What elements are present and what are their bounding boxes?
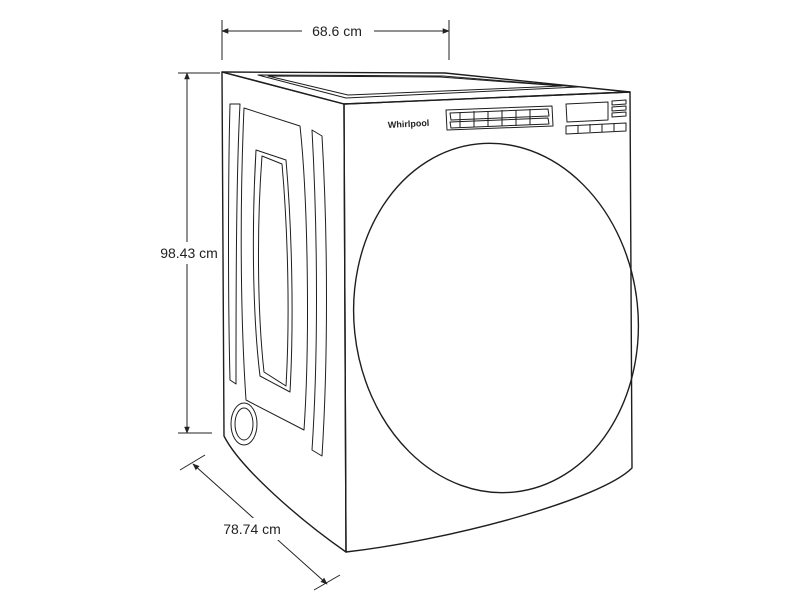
front-panel [343,91,633,553]
side-outer-frame [240,107,308,431]
side-inner-window [252,149,293,393]
display-panel [565,99,627,135]
width-dimension: 68.6 cm [221,20,450,60]
depth-label: 78.74 cm [223,521,281,537]
brand-logo: Whirlpool [388,118,430,130]
height-dimension: 98.43 cm [150,72,228,434]
depth-dimension: 78.74 cm [179,454,341,591]
side-vent [230,402,258,446]
width-label: 68.6 cm [312,23,362,39]
front-door [352,142,640,494]
side-panel [221,71,347,553]
side-right-rib [311,129,327,457]
side-left-rib [228,103,241,385]
control-panel: Whirlpool [388,99,627,135]
cycle-buttons [445,105,554,131]
display-screen [565,101,609,123]
height-label: 98.43 cm [160,245,218,261]
dryer-body [221,71,640,553]
